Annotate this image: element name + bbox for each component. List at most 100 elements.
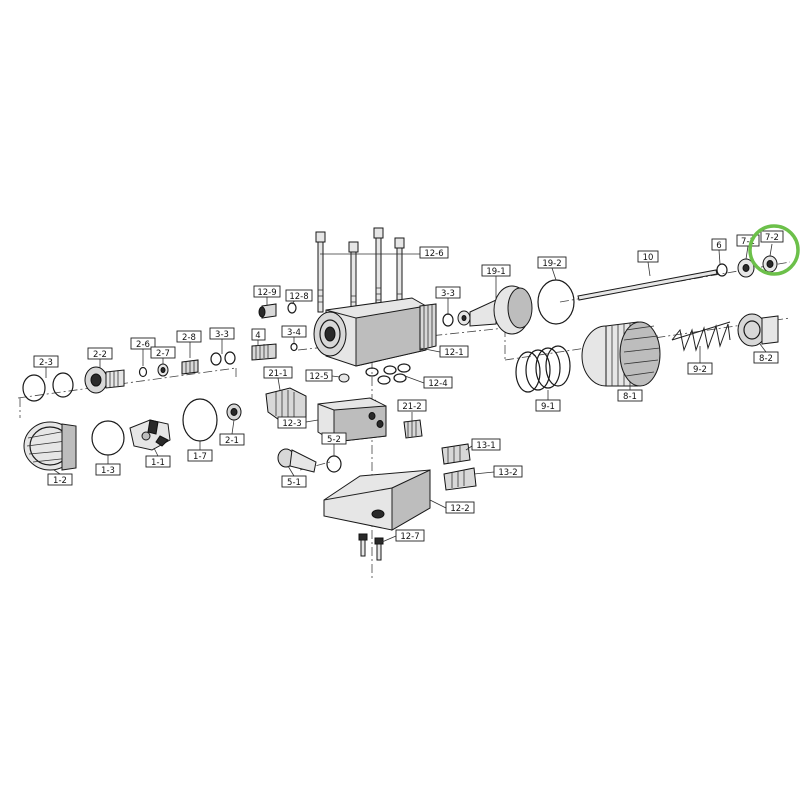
svg-text:13-2: 13-2 — [498, 468, 517, 478]
label-12-6: 12-6 — [419, 246, 449, 259]
svg-text:2-6: 2-6 — [136, 340, 150, 350]
label-2-2: 2-2 — [87, 347, 113, 360]
part-8-1-knurled-cap — [581, 321, 661, 387]
label-8-1: 8-1 — [617, 389, 643, 402]
part-21-2-thread — [403, 419, 423, 439]
part-12-8-washer — [287, 302, 297, 314]
label-1-1: 1-1 — [145, 455, 171, 468]
part-12-4-seals — [365, 363, 411, 385]
label-9-2: 9-2 — [687, 362, 713, 375]
svg-text:7-2: 7-2 — [765, 233, 779, 243]
svg-text:5-1: 5-1 — [287, 478, 301, 488]
label-12-2: 12-2 — [445, 501, 475, 514]
label-9-1: 9-1 — [535, 399, 561, 412]
part-10-rod — [577, 269, 718, 301]
part-12-2-base-block — [323, 469, 431, 531]
svg-text:12-2: 12-2 — [450, 504, 469, 514]
svg-text:12-7: 12-7 — [400, 532, 419, 542]
part-3-3-orings-right — [442, 310, 471, 327]
label-12-9: 12-9 — [253, 285, 281, 298]
svg-text:2-7: 2-7 — [156, 349, 170, 359]
label-19-1: 19-1 — [481, 264, 511, 277]
part-2-2-fitting — [84, 366, 125, 394]
part-5-1-fitting — [277, 448, 317, 473]
label-2-3: 2-3 — [33, 355, 59, 368]
svg-text:12-5: 12-5 — [309, 372, 328, 382]
part-2-1-fitting — [226, 403, 242, 421]
label-10: 10 — [637, 250, 659, 263]
label-2-1: 2-1 — [219, 433, 245, 446]
svg-text:5-2: 5-2 — [327, 435, 341, 445]
part-2-3-orings — [22, 372, 74, 402]
svg-text:13-1: 13-1 — [476, 441, 495, 451]
part-2-7-nut — [157, 363, 169, 377]
svg-text:1-3: 1-3 — [101, 466, 115, 476]
svg-text:21-2: 21-2 — [402, 402, 421, 412]
svg-text:2-8: 2-8 — [182, 333, 196, 343]
part-12-1-main-block — [313, 297, 437, 367]
svg-text:9-1: 9-1 — [541, 402, 555, 412]
svg-text:2-1: 2-1 — [225, 436, 239, 446]
svg-text:12-9: 12-9 — [257, 288, 276, 298]
part-5-2-oring — [326, 455, 342, 473]
label-6: 6 — [711, 238, 727, 251]
part-1-3-oring — [91, 420, 125, 456]
part-12-7-screws — [358, 533, 384, 561]
part-12-5-ball — [338, 373, 350, 383]
svg-text:19-1: 19-1 — [486, 267, 505, 277]
label-3-3-right: 3-3 — [435, 286, 461, 299]
label-12-1: 12-1 — [439, 345, 469, 358]
svg-text:2-2: 2-2 — [93, 350, 107, 360]
label-21-2: 21-2 — [397, 399, 427, 412]
label-1-3: 1-3 — [95, 463, 121, 476]
svg-text:3-4: 3-4 — [287, 328, 301, 338]
label-1-7: 1-7 — [187, 449, 213, 462]
label-21-1: 21-1 — [263, 366, 293, 379]
svg-text:19-2: 19-2 — [542, 259, 561, 269]
label-12-3: 12-3 — [277, 416, 307, 429]
part-1-7-oring — [182, 398, 218, 442]
label-5-1: 5-1 — [281, 475, 307, 488]
label-2-6: 2-6 — [130, 337, 156, 350]
part-7-2-nut — [762, 255, 778, 273]
label-3-4: 3-4 — [281, 325, 307, 338]
part-12-3-block — [317, 397, 387, 443]
part-9-2-spring — [671, 321, 731, 352]
svg-text:12-6: 12-6 — [424, 249, 443, 259]
part-2-6-washer — [138, 366, 148, 378]
svg-text:8-2: 8-2 — [759, 354, 773, 364]
svg-text:21-1: 21-1 — [268, 369, 287, 379]
label-2-7: 2-7 — [150, 346, 176, 359]
svg-text:12-8: 12-8 — [289, 292, 308, 302]
label-5-2: 5-2 — [321, 432, 347, 445]
label-8-2: 8-2 — [753, 351, 779, 364]
label-3-3-left: 3-3 — [209, 327, 235, 340]
part-13-1-fitting — [441, 443, 471, 465]
part-3-4-washer — [290, 342, 298, 352]
part-19-2-oring — [537, 279, 575, 325]
svg-text:12-4: 12-4 — [428, 379, 447, 389]
svg-text:4: 4 — [255, 331, 260, 341]
label-12-7: 12-7 — [395, 529, 425, 542]
label-12-5: 12-5 — [305, 369, 333, 382]
svg-text:2-3: 2-3 — [39, 358, 53, 368]
label-7-1: 7-1 — [736, 234, 760, 247]
part-13-2-fitting — [443, 467, 477, 491]
part-8-2-fitting — [737, 313, 779, 347]
part-2-8-screw — [181, 359, 199, 375]
part-4-valve — [251, 343, 277, 361]
svg-text:9-2: 9-2 — [693, 365, 707, 375]
label-1-2: 1-2 — [47, 473, 73, 486]
svg-text:1-2: 1-2 — [53, 476, 67, 486]
svg-text:3-3: 3-3 — [441, 289, 455, 299]
part-19-1-piston — [469, 285, 533, 335]
svg-text:1-1: 1-1 — [151, 458, 165, 468]
label-13-2: 13-2 — [493, 465, 523, 478]
part-labels: 2-3 2-2 2-6 2-7 2-8 3-3 4 3-4 12-9 12-8 … — [33, 230, 784, 542]
part-12-9-plug — [258, 303, 277, 319]
part-6-washer — [716, 263, 728, 277]
svg-text:12-3: 12-3 — [282, 419, 301, 429]
label-7-2: 7-2 — [760, 230, 784, 243]
